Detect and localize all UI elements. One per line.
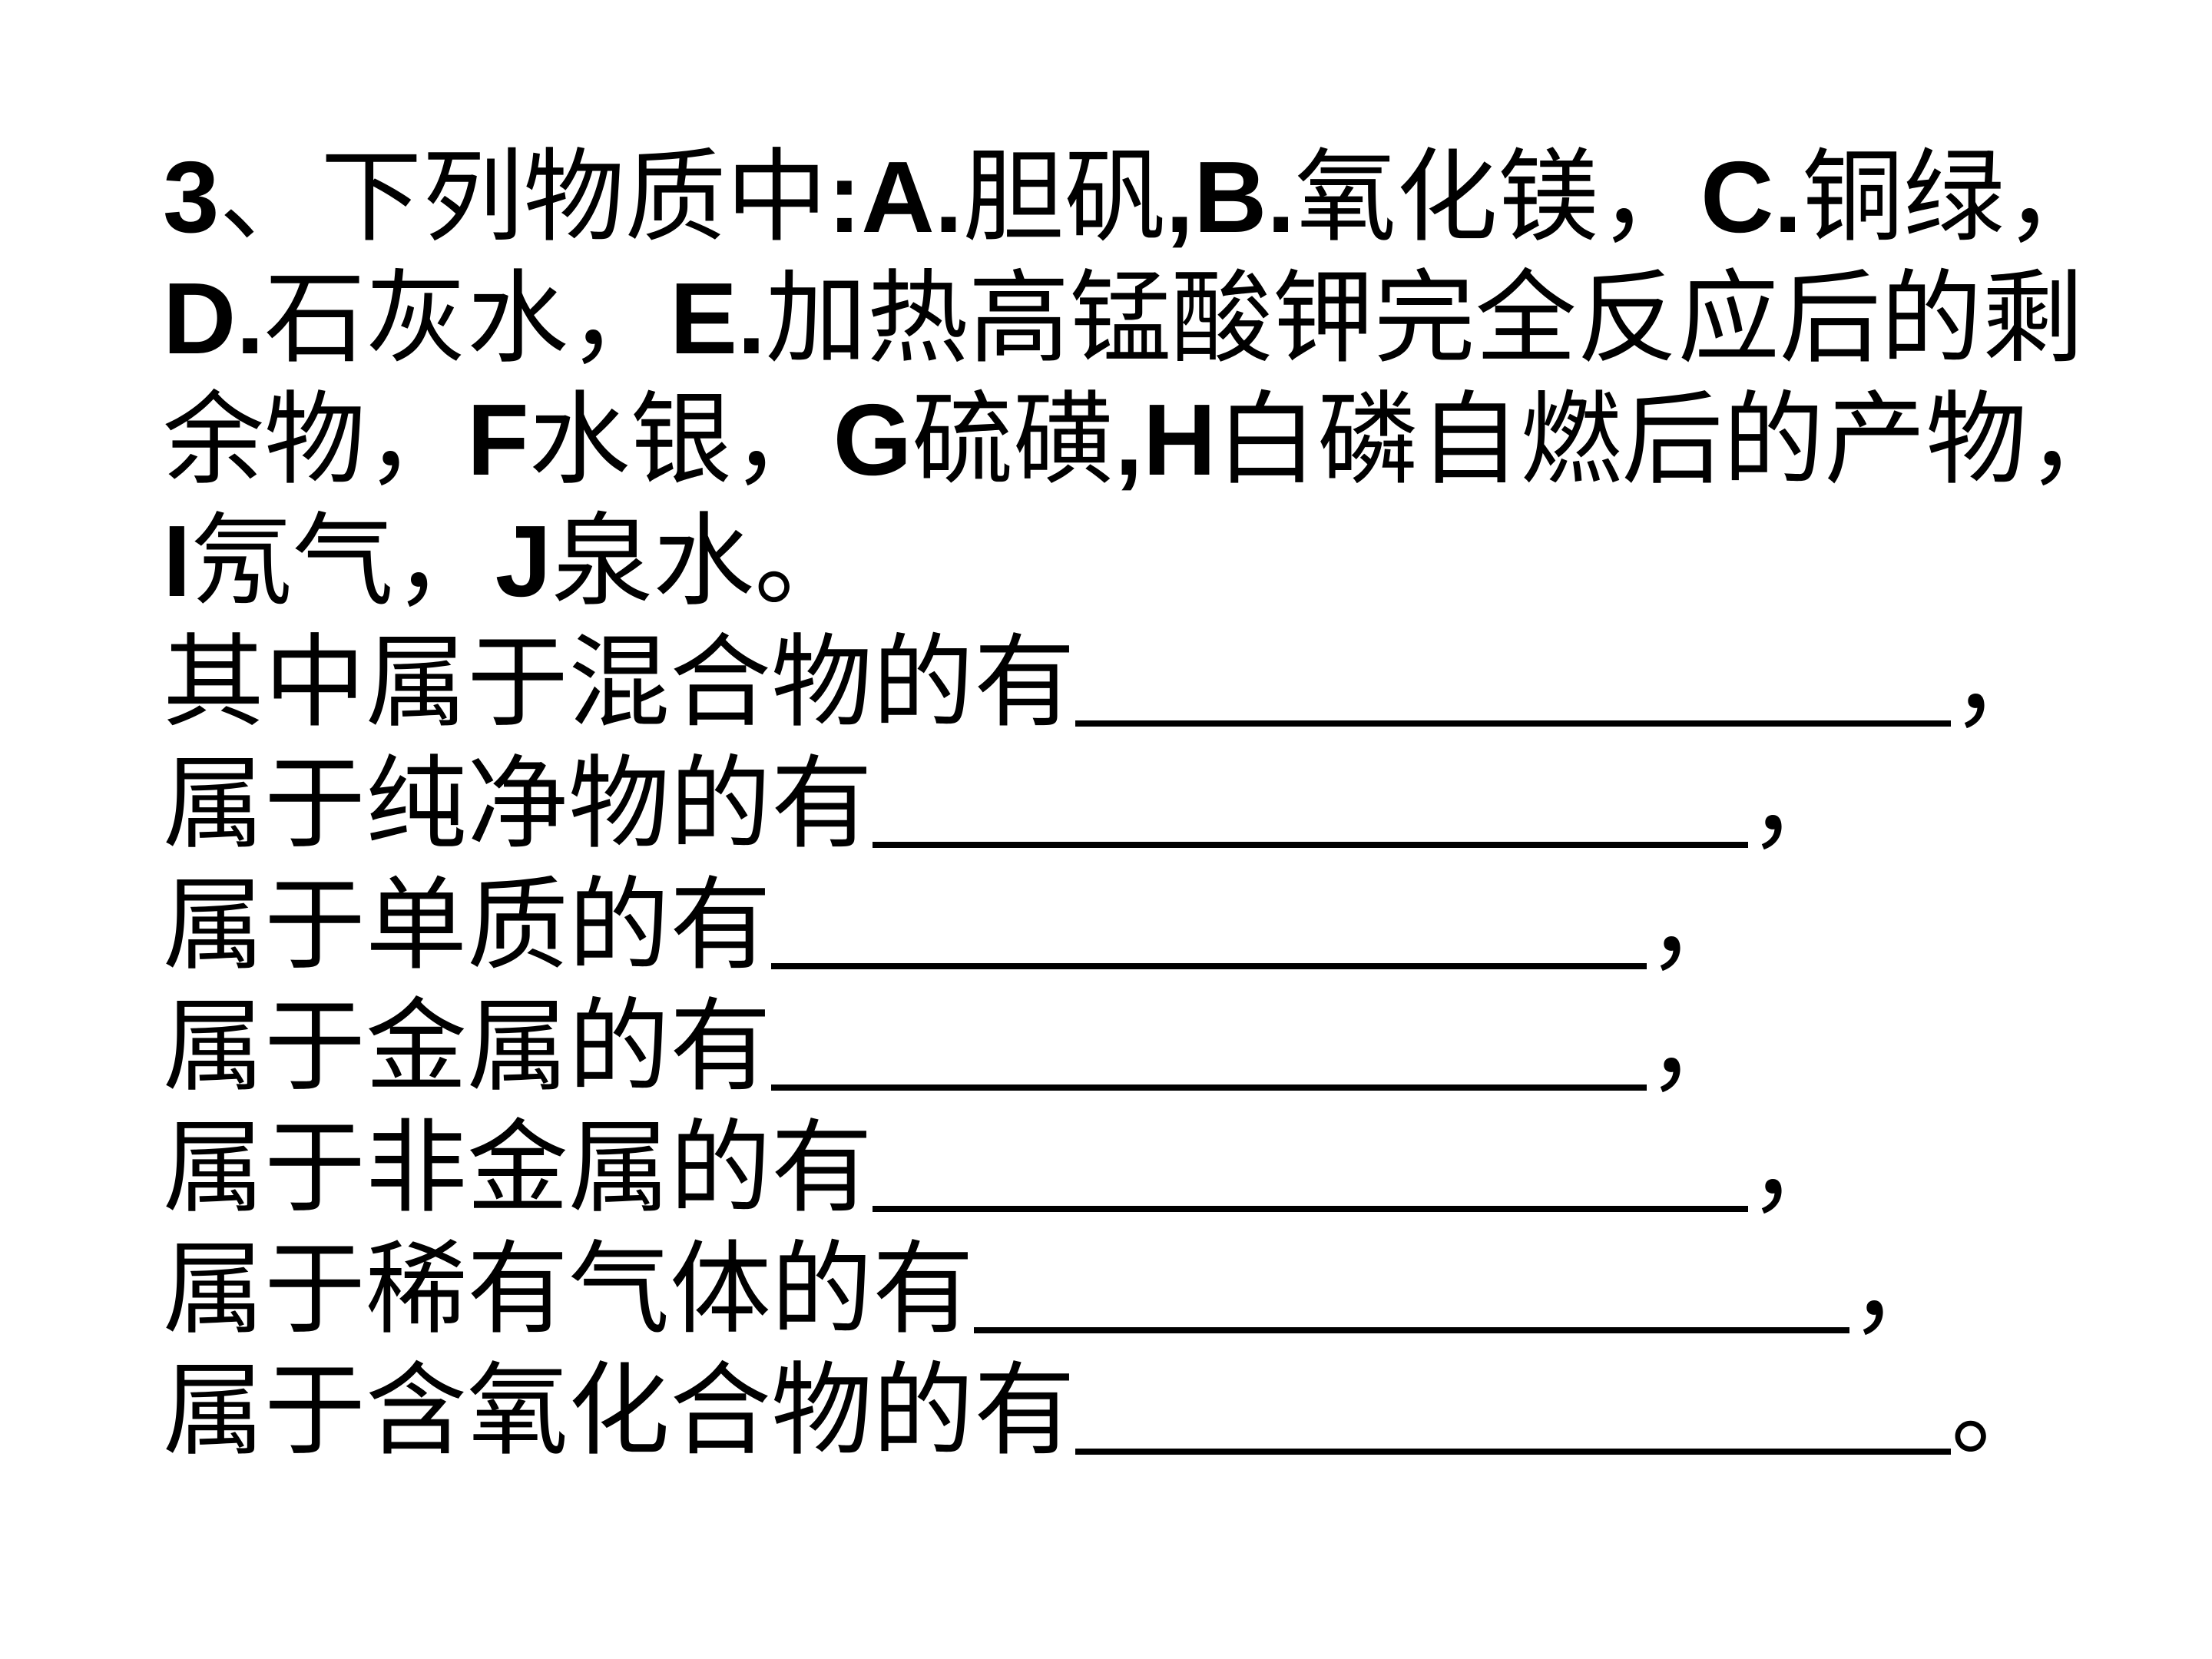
prompt-label: 属于单质的有 (163, 866, 771, 985)
prompt-punctuation: ， (1647, 866, 1748, 985)
question-segment: ,H (1114, 383, 1217, 496)
question-segment: 氧化镁， (1295, 138, 1701, 257)
question-segment: 3 (163, 141, 220, 253)
question-segment: F (467, 383, 529, 496)
question-segment: :A. (827, 141, 963, 253)
prompt-punctuation: ， (1849, 1230, 1951, 1349)
prompt-label: 属于纯净物的有 (163, 745, 873, 863)
prompt-punctuation: ， (1748, 1109, 1849, 1227)
answer-blank-noble-gases[interactable] (974, 1327, 1849, 1333)
prompt-label: 属于含氧化合物的有 (163, 1352, 1075, 1470)
question-segment: 、下列物质中 (219, 138, 828, 257)
prompt-oxygen-compounds: 属于含氧化合物的有 。 (163, 1350, 2052, 1472)
question-segment: 泉水。 (551, 502, 856, 621)
answer-blank-mixtures[interactable] (1075, 720, 1951, 727)
question-segment: G (833, 383, 912, 496)
answer-blank-nonmetals[interactable] (873, 1206, 1748, 1212)
question-segment: C. (1700, 141, 1803, 253)
question-segment: ,B. (1165, 141, 1296, 253)
answer-blank-metals[interactable] (771, 1084, 1647, 1091)
prompt-punctuation: 。 (1951, 1352, 2052, 1470)
prompt-label: 属于稀有气体的有 (163, 1230, 974, 1349)
answer-blank-oxygen-compounds[interactable] (1075, 1449, 1951, 1455)
question-text: 3、下列物质中:A.胆矾,B.氧化镁，C.铜绿， D.石灰水，E.加热高锰酸钾完… (163, 137, 2128, 622)
prompt-nonmetals: 属于非金属的有 ， (163, 1108, 1849, 1229)
question-line-2: D.石灰水，E.加热高锰酸钾完全反应后的剩 (163, 258, 2098, 379)
answer-blank-pure-substances[interactable] (873, 842, 1748, 848)
prompt-label: 其中属于混合物的有 (163, 624, 1075, 742)
prompt-pure-substances: 属于纯净物的有 ， (163, 743, 1849, 865)
prompt-punctuation: ， (1951, 624, 2052, 742)
prompt-punctuation: ， (1647, 988, 1748, 1106)
question-segment: 余物， (163, 381, 467, 499)
prompt-label: 属于非金属的有 (163, 1109, 873, 1227)
prompt-elements: 属于单质的有 ， (163, 865, 1748, 986)
prompt-mixtures: 其中属于混合物的有 ， (163, 622, 2052, 743)
question-segment: 石灰水， (264, 260, 670, 378)
question-segment: 氖气， (190, 502, 495, 621)
question-line-1: 3、下列物质中:A.胆矾,B.氧化镁，C.铜绿， (163, 137, 2106, 258)
question-segment: E. (670, 262, 766, 375)
question-line-3: 余物，F水银，G硫磺,H白磷自燃后的产物， (163, 379, 2128, 501)
prompt-punctuation: ， (1748, 745, 1849, 863)
prompt-noble-gases: 属于稀有气体的有 ， (163, 1229, 1951, 1350)
question-segment: 水银， (528, 381, 833, 499)
question-line-4: I氖气，J泉水。 (163, 501, 2098, 622)
question-segment: J (495, 505, 552, 618)
answer-blank-elements[interactable] (771, 963, 1647, 969)
question-segment: 铜绿， (1802, 138, 2107, 257)
question-segment: 硫磺 (912, 381, 1115, 499)
prompt-label: 属于金属的有 (163, 988, 771, 1106)
prompt-metals: 属于金属的有 ， (163, 986, 1748, 1108)
question-segment: I (163, 505, 191, 618)
question-segment: 胆矾 (962, 138, 1166, 257)
question-segment: 白磷自燃后的产物， (1216, 381, 2129, 499)
question-segment: 加热高锰酸钾完全反应后的剩 (765, 260, 2084, 378)
question-segment: D. (163, 262, 264, 375)
